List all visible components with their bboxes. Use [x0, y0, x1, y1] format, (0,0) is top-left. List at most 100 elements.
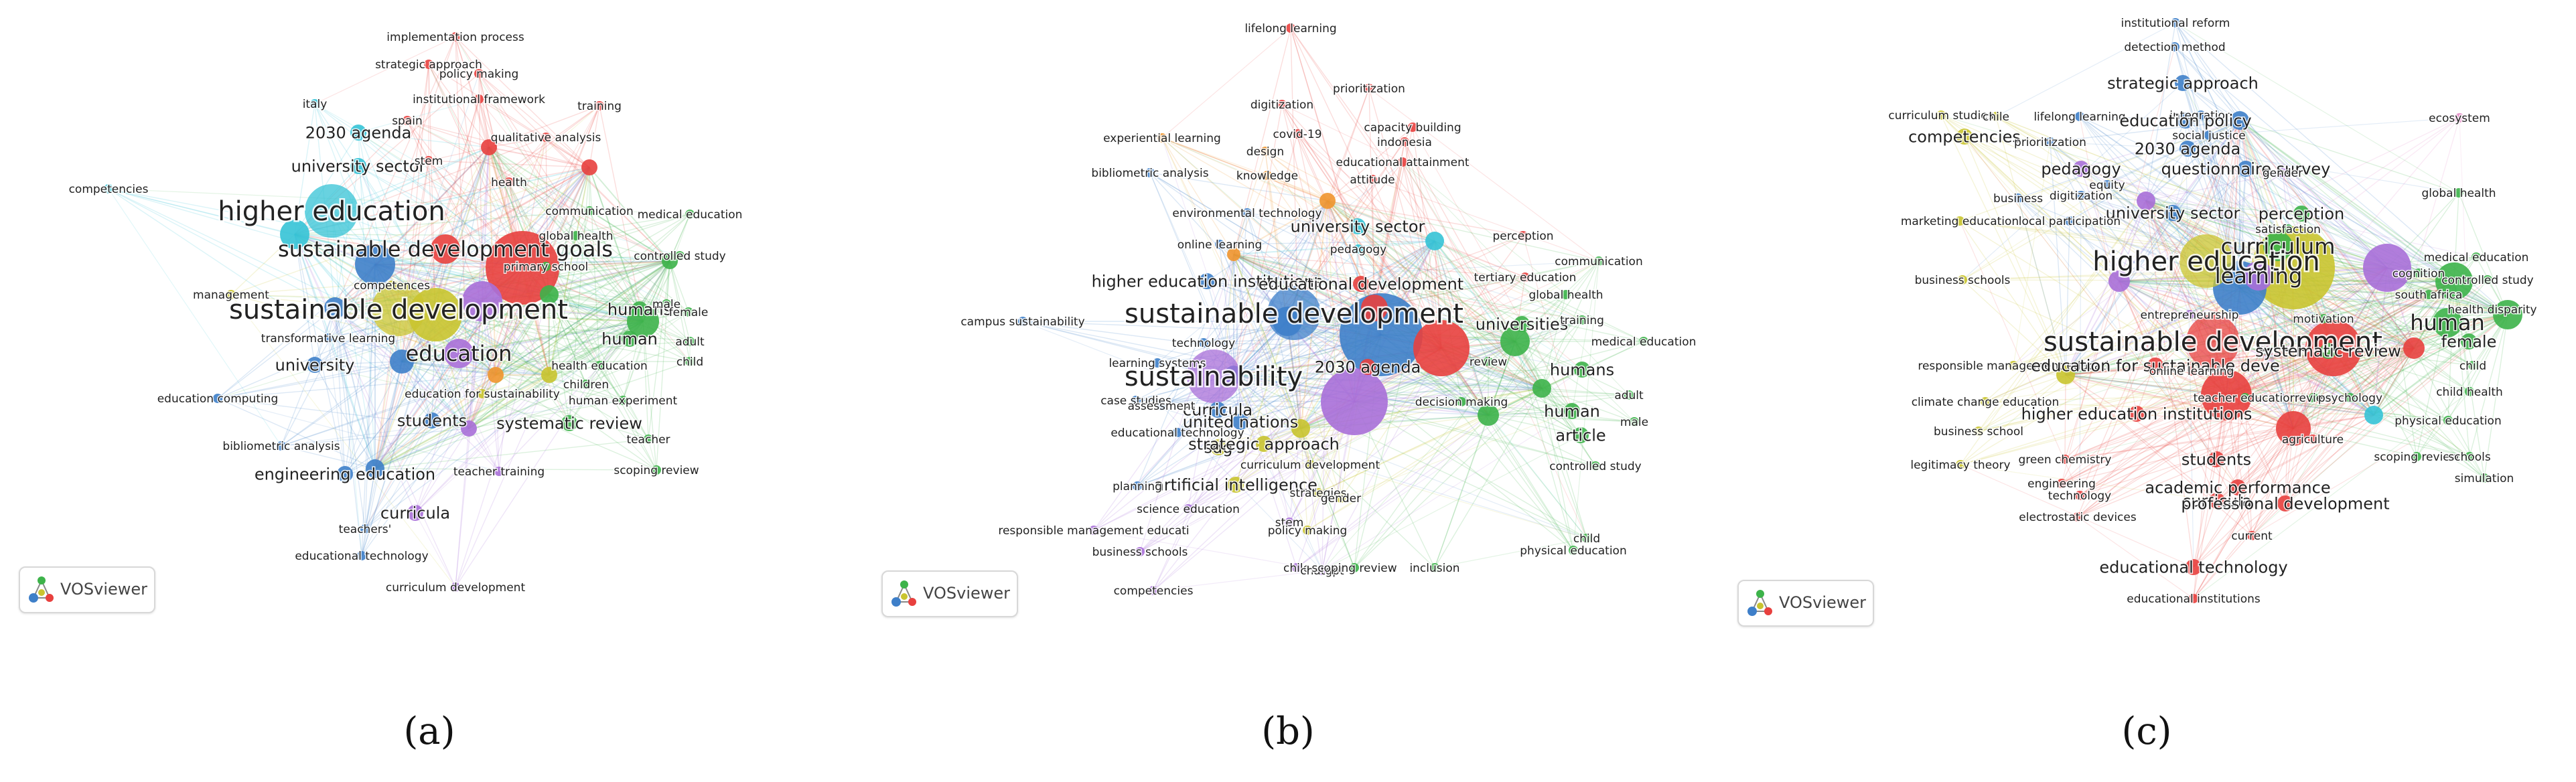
link-line: [2136, 347, 2415, 414]
link-line: [1321, 260, 1599, 571]
link-line: [2080, 120, 2240, 169]
keyword-label: business school: [1934, 425, 2023, 439]
link-line: [1959, 220, 2080, 496]
link-line: [1995, 22, 2176, 117]
link-line: [415, 512, 456, 588]
link-line: [549, 294, 587, 385]
keyword-node: [1958, 275, 1967, 285]
link-line: [2312, 347, 2415, 440]
link-line: [1374, 260, 1599, 309]
link-line: [314, 103, 376, 265]
keyword-node: [2060, 455, 2070, 464]
link-line: [1985, 374, 2066, 402]
link-line: [1265, 151, 1516, 342]
cluster-node: [1321, 368, 1388, 435]
link-line: [482, 301, 600, 366]
link-line: [2061, 347, 2334, 484]
link-line: [1233, 374, 1301, 429]
link-line: [401, 294, 550, 362]
keyword-node: [424, 156, 433, 165]
link-line: [2323, 314, 2508, 319]
link-line: [1233, 254, 1290, 523]
link-line: [398, 147, 490, 310]
keyword-node: [2488, 305, 2497, 314]
link-line: [482, 301, 640, 310]
cluster-node: [2056, 366, 2075, 384]
link-line: [281, 307, 336, 447]
link-line: [1307, 414, 1489, 531]
keyword-label: engineering: [2027, 477, 2096, 491]
link-line: [488, 147, 691, 342]
vosviewer-label: VOSviewer: [1779, 593, 1867, 612]
link-line: [2017, 198, 2217, 460]
link-line: [2200, 114, 2240, 289]
link-line: [1287, 321, 1323, 571]
link-line: [407, 120, 590, 168]
link-line: [2200, 114, 2388, 268]
link-line: [1358, 240, 1435, 250]
keyword-label: implementation process: [386, 31, 524, 44]
link-line: [1978, 200, 2147, 432]
link-line: [2065, 374, 2238, 488]
link-line: [1233, 374, 1630, 396]
link-line: [217, 321, 644, 399]
link-line: [1093, 530, 1323, 571]
link-line: [2155, 365, 2217, 460]
link-line: [488, 147, 689, 313]
link-line: [2064, 322, 2448, 460]
link-line: [2079, 428, 2294, 496]
keyword-label: south africa: [2395, 289, 2463, 302]
link-line: [401, 361, 649, 440]
link-line: [495, 105, 600, 376]
keyword-label: technology: [1172, 337, 1235, 350]
link-line: [415, 167, 590, 514]
cluster-node: [1291, 419, 1310, 438]
cluster-node: [486, 231, 559, 305]
keyword-node: [2443, 416, 2453, 425]
link-line: [488, 147, 670, 262]
link-line: [1153, 347, 1442, 591]
keyword-label: bibliometric analysis: [1091, 167, 1208, 180]
keyword-label: sustainable development: [229, 295, 568, 325]
link-line: [358, 132, 376, 469]
link-line: [2080, 168, 2477, 258]
link-line: [1263, 443, 1587, 539]
cluster-node: [280, 220, 309, 249]
link-line: [344, 73, 480, 475]
keyword-label: knowledge: [1236, 169, 1298, 183]
keyword-label: health education: [551, 360, 648, 373]
link-line: [545, 266, 644, 322]
keyword-node: [1936, 110, 1946, 120]
keyword-label: communication: [545, 205, 633, 218]
keyword-node: [2454, 188, 2463, 198]
link-line: [1327, 127, 1413, 202]
link-line: [2293, 281, 2455, 429]
link-line: [1287, 260, 1599, 322]
link-line: [374, 314, 436, 469]
link-line: [2193, 428, 2294, 568]
keyword-node: [1354, 244, 1363, 254]
keyword-label: digitization: [2050, 189, 2113, 203]
link-line: [2079, 116, 2137, 414]
link-line: [2350, 314, 2508, 398]
link-line: [1309, 319, 1583, 465]
vosviewer-label: VOSviewer: [923, 584, 1011, 603]
link-line: [217, 398, 376, 469]
link-line: [2065, 365, 2156, 376]
cluster-node: [581, 159, 597, 175]
link-line: [2185, 120, 2334, 349]
link-line: [2069, 220, 2419, 274]
link-line: [468, 338, 630, 429]
keyword-node: [1286, 23, 1295, 33]
keyword-node: [2278, 168, 2287, 177]
link-line: [648, 260, 670, 440]
cluster-node: [462, 281, 502, 321]
link-line: [401, 361, 657, 471]
link-line: [1985, 401, 2374, 416]
link-line: [2193, 347, 2415, 599]
keyword-node: [585, 206, 594, 216]
link-line: [1265, 151, 1328, 202]
link-line: [331, 210, 376, 469]
